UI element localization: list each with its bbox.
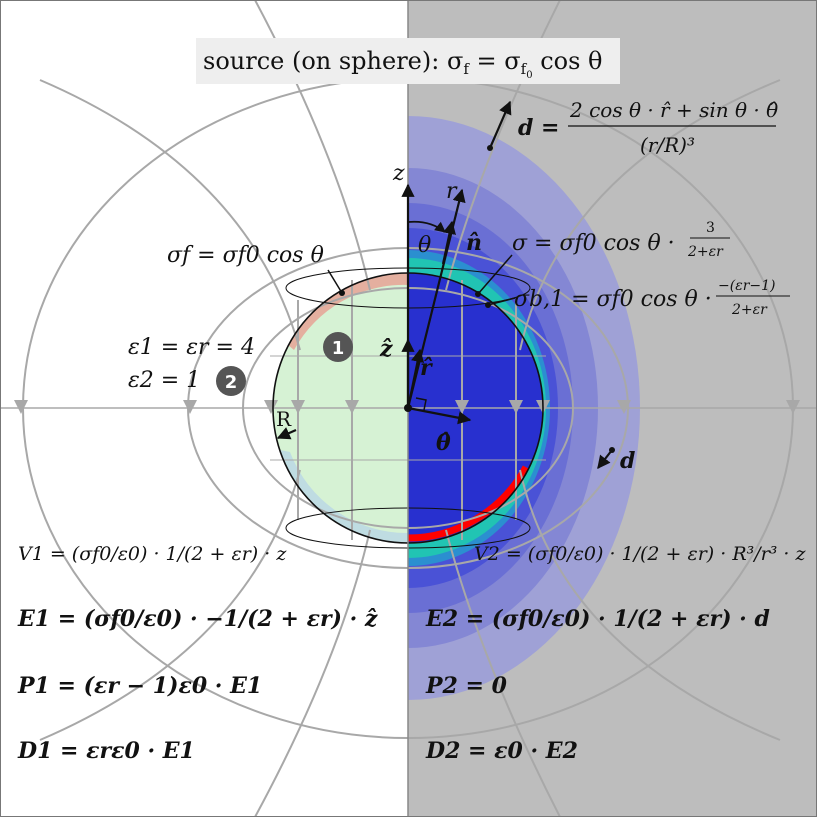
field-line-arc-left-bottom <box>39 469 301 741</box>
field-arrow-7 <box>509 400 523 414</box>
R-label: R <box>276 407 292 431</box>
theta-hat-label: θ̂ <box>436 430 451 456</box>
badge-2-label: 2 <box>225 372 238 393</box>
sigma-total-den: 2+εr <box>687 244 724 260</box>
d-definition-lhs: d = <box>518 115 559 141</box>
d-definition-denominator: (r/R)³ <box>640 133 695 157</box>
sigma-leader <box>477 254 513 295</box>
r-hat-arrow <box>406 348 425 409</box>
D2-equation: D2 = ε0 · E2 <box>425 738 578 764</box>
theta-angle-label: θ <box>418 233 431 258</box>
sigma-f-anchor <box>339 290 345 296</box>
r-hat-label: r̂ <box>420 355 433 381</box>
theta-hat-arrow <box>407 406 472 425</box>
n-hat-label: n̂ <box>466 230 482 256</box>
field-arrow-4 <box>291 400 305 414</box>
field-arrow-2 <box>183 400 197 414</box>
sigma-total-equation: σ = σf0 cos θ · <box>512 231 675 256</box>
E2-equation: E2 = (σf0/ε0) · 1/(2 + εr) · d <box>425 606 770 632</box>
V1-equation: V1 = (σf0/ε0) · 1/(2 + εr) · z <box>18 543 287 565</box>
right-angle-mark <box>415 397 427 411</box>
D1-equation: D1 = εrε0 · E1 <box>17 738 195 764</box>
field-line-arc-right <box>519 79 781 351</box>
eps1-label: ε1 = εr = 4 <box>128 335 255 360</box>
sigma-b-den: 2+εr <box>731 302 768 318</box>
field-direction-arrows <box>14 400 800 414</box>
eps2-label: ε2 = 1 <box>128 368 200 393</box>
sigma-b-equation: σb,1 = σf0 cos θ · <box>514 287 712 312</box>
d-vector-top <box>488 100 512 149</box>
r-axis-label: r <box>446 179 458 204</box>
header-box <box>196 38 620 84</box>
d-definition-numerator: 2 cos θ · r̂ + sin θ · θ̂ <box>569 98 778 122</box>
sigma-b-num: −(εr−1) <box>718 278 776 294</box>
origin-point <box>404 404 412 412</box>
field-line-bottom-left <box>254 529 371 816</box>
P1-equation: P1 = (εr − 1)ε0 · E1 <box>17 673 262 699</box>
sigma-b-leader <box>487 297 516 306</box>
R-radius-marker <box>276 427 297 440</box>
badge-1 <box>323 332 353 362</box>
z-hat-label: ẑ <box>379 336 393 362</box>
field-arrow-3 <box>264 400 278 414</box>
sigma-total-num: 3 <box>706 220 715 236</box>
V2-equation: V2 = (σf0/ε0) · 1/(2 + εr) · R³/r³ · z <box>474 543 806 565</box>
field-arrow-5 <box>345 400 359 414</box>
d-top-anchor <box>487 145 493 151</box>
theta-arc <box>407 220 446 233</box>
field-line-arc-left <box>39 79 301 351</box>
vectors <box>276 100 613 470</box>
sigma-anchor <box>475 291 481 297</box>
free-surface-charge-band <box>288 272 408 350</box>
d-vector-right <box>597 449 613 470</box>
field-arrow-1 <box>14 400 28 414</box>
sigma-f-leader <box>327 269 343 294</box>
header-text: source (on sphere): σf = σf0 cos θ <box>203 47 603 81</box>
field-arrow-9 <box>617 400 631 414</box>
field-line-bottom-right <box>445 529 561 816</box>
field-line-arc-right-bottom <box>519 469 781 741</box>
badge-1-label: 1 <box>332 338 345 359</box>
field-arrow-6 <box>455 400 469 414</box>
d-right-label: d <box>620 448 635 474</box>
d-right-anchor <box>609 447 615 453</box>
P2-equation: P2 = 0 <box>425 673 508 699</box>
field-arrow-10 <box>786 400 800 414</box>
sigma-b-anchor <box>485 302 491 308</box>
sigma-f-equation: σf = σf0 cos θ <box>167 243 324 268</box>
n-hat-arrow <box>441 220 456 265</box>
bottom-surface-band <box>280 450 408 543</box>
E1-equation: E1 = (σf0/ε0) · −1/(2 + εr) · ẑ <box>17 606 378 632</box>
badge-2 <box>216 366 246 396</box>
z-axis-label: z <box>392 161 405 186</box>
